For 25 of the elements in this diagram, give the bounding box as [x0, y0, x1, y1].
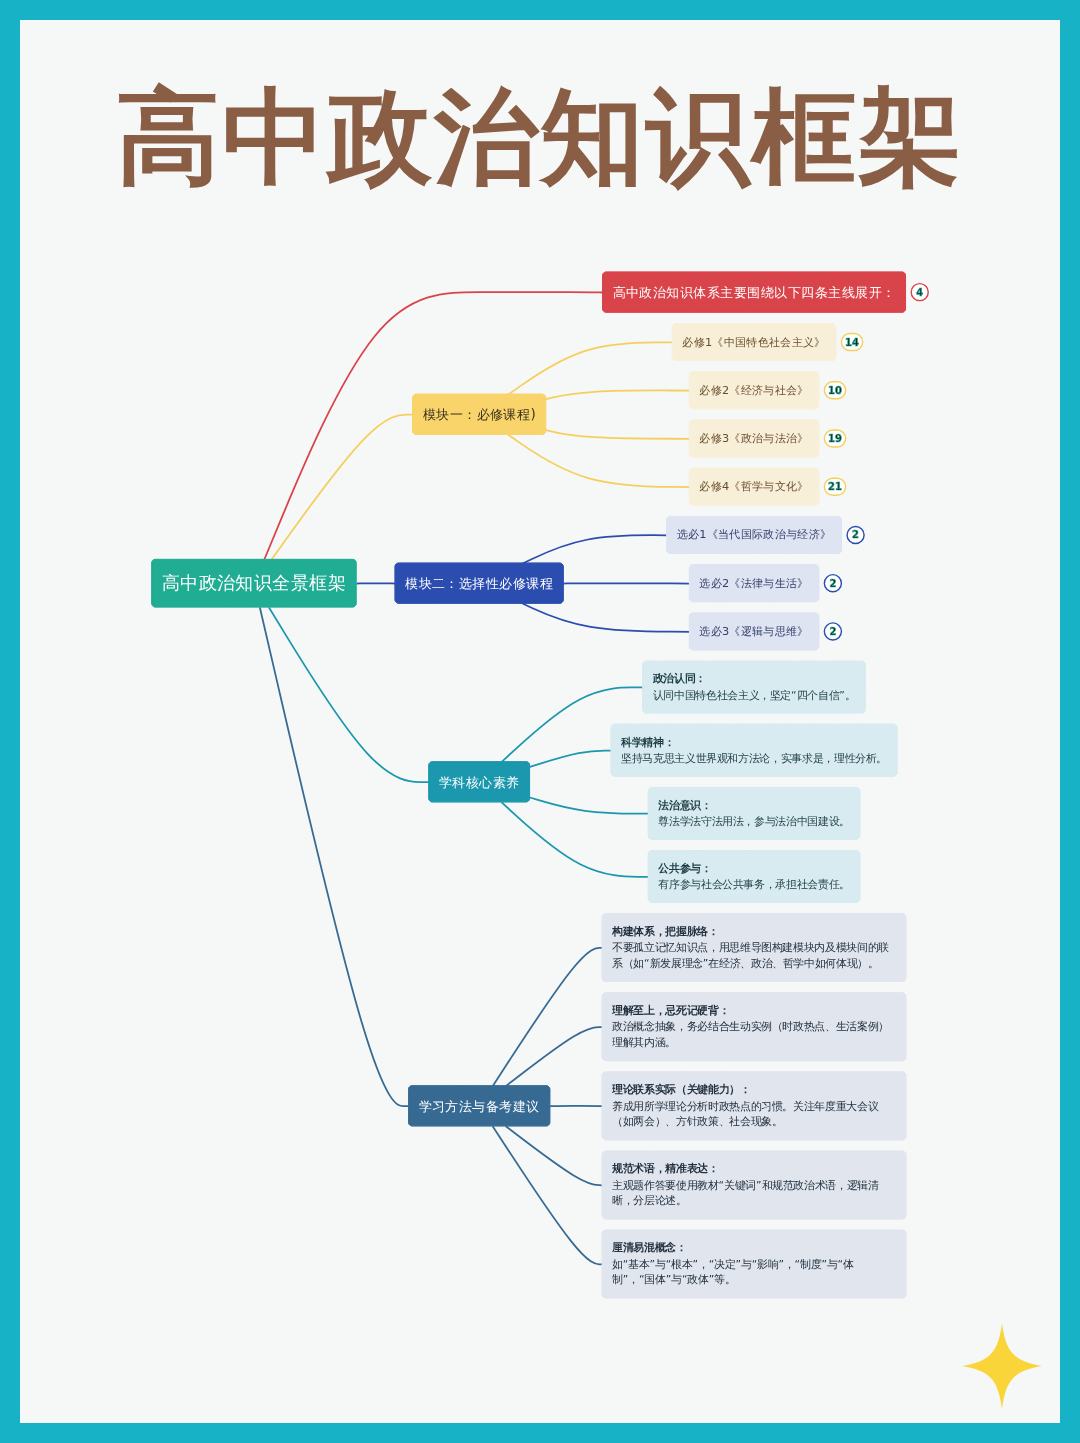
connector [529, 749, 613, 768]
connector [545, 429, 691, 440]
count-badge: 2 [846, 525, 865, 545]
connector [504, 1125, 604, 1187]
count-badge: 10 [823, 381, 847, 400]
connector [263, 291, 604, 561]
connector [491, 1125, 604, 1266]
count-badge: 14 [840, 332, 864, 352]
connector [529, 796, 650, 815]
connector [507, 433, 691, 488]
connector [507, 341, 674, 396]
count-badge: 2 [823, 573, 843, 593]
connector [562, 582, 691, 585]
connector [549, 1105, 604, 1108]
count-badge: 21 [823, 477, 847, 496]
connector [270, 413, 414, 561]
connector [500, 801, 650, 878]
connector [545, 389, 691, 401]
connector [258, 606, 410, 1108]
count-badge: 19 [823, 429, 847, 448]
title: 高中政治知识框架 [116, 80, 964, 195]
count-badge: 2 [823, 622, 843, 641]
connector [355, 582, 397, 585]
connector [521, 602, 691, 633]
count-badge: 4 [910, 282, 929, 302]
